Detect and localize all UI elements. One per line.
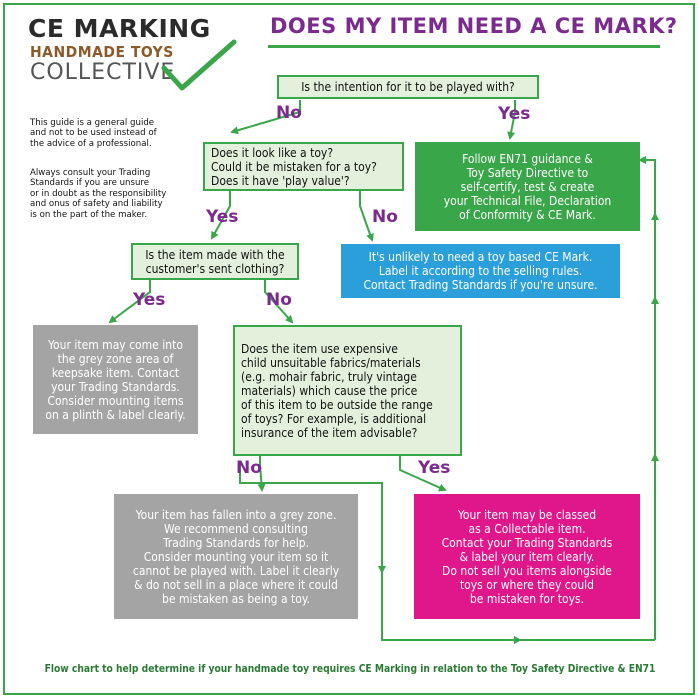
disclaimer-consult: Always consult your Trading Standards if…	[30, 168, 167, 220]
title-underline	[268, 45, 660, 48]
logo-subtitle: HANDMADE TOYS	[30, 43, 174, 61]
arrow-right-loop	[638, 156, 656, 640]
keepsake-grey-zone-box: Your item may come into the grey zone ar…	[33, 325, 198, 434]
answer-q3-yes: Yes	[133, 290, 166, 310]
question-customer-clothing: Is the item made with the customer's sen…	[131, 243, 299, 280]
logo-title: CE MARKING	[28, 14, 211, 43]
arrow-no-loop	[239, 462, 655, 641]
arrow-q1-yes	[507, 100, 516, 140]
answer-q2-no: No	[372, 207, 398, 227]
answer-q3-no: No	[266, 290, 292, 310]
grey-zone-box: Your item has fallen into a grey zone. W…	[114, 494, 358, 619]
unlikely-ce-text: It's unlikely to need a toy based CE Mar…	[363, 250, 598, 292]
en71-guidance-text: Follow EN71 guidance & Toy Safety Direct…	[443, 151, 612, 222]
arrow-q1-no	[230, 100, 301, 135]
page-frame	[3, 3, 695, 695]
unlikely-ce-box: It's unlikely to need a toy based CE Mar…	[341, 244, 620, 298]
question-customer-clothing-text: Is the item made with the customer's sen…	[145, 247, 285, 276]
question-expensive-fabrics: Does the item use expensive child unsuit…	[233, 325, 462, 456]
arrow-q4-no	[257, 455, 266, 492]
logo-collective: COLLECTIVE	[30, 60, 176, 85]
collectable-item-text: Your item may be classed as a Collectabl…	[441, 507, 613, 606]
question-played-with: Is the intention for it to be played wit…	[277, 75, 539, 99]
question-looks-like-toy-text: Does it look like a toy? Could it be mis…	[211, 145, 377, 188]
question-looks-like-toy: Does it look like a toy? Could it be mis…	[203, 142, 404, 191]
question-expensive-fabrics-text: Does the item use expensive child unsuit…	[241, 341, 433, 440]
answer-q1-yes: Yes	[498, 104, 531, 124]
answer-q4-no: No	[236, 458, 262, 478]
keepsake-grey-zone-text: Your item may come into the grey zone ar…	[45, 337, 186, 422]
answer-q2-yes: Yes	[206, 207, 239, 227]
page-title: DOES MY ITEM NEED A CE MARK?	[270, 14, 678, 38]
arrow-q4-yes	[399, 455, 447, 492]
answer-q4-yes: Yes	[418, 458, 451, 478]
answer-q1-no: No	[276, 103, 302, 123]
arrow-q3-no	[264, 280, 294, 324]
footer-caption: Flow chart to help determine if your han…	[44, 664, 656, 675]
en71-guidance-box: Follow EN71 guidance & Toy Safety Direct…	[415, 142, 640, 231]
collectable-item-box: Your item may be classed as a Collectabl…	[414, 494, 640, 619]
grey-zone-text: Your item has fallen into a grey zone. W…	[132, 507, 340, 606]
question-played-with-text: Is the intention for it to be played wit…	[301, 80, 515, 94]
arrow-q3-yes	[108, 280, 151, 324]
disclaimer-general: This guide is a general guide and not to…	[30, 118, 157, 149]
checkmark-icon	[161, 39, 237, 91]
arrow-q2-yes	[211, 190, 231, 240]
arrow-q2-no	[359, 190, 374, 242]
